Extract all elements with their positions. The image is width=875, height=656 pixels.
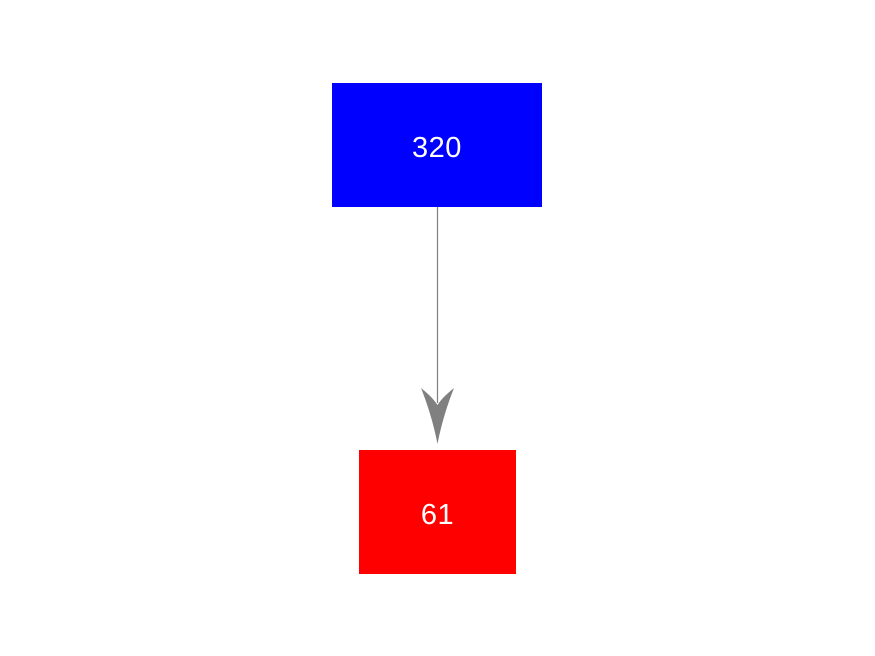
node-61-label: 61 [420, 498, 455, 531]
edge-arrow [421, 207, 454, 444]
node-320-label: 320 [412, 131, 462, 164]
node-61: 61 [359, 450, 516, 574]
arrowhead-down-icon [421, 388, 454, 444]
node-320: 320 [332, 83, 542, 207]
